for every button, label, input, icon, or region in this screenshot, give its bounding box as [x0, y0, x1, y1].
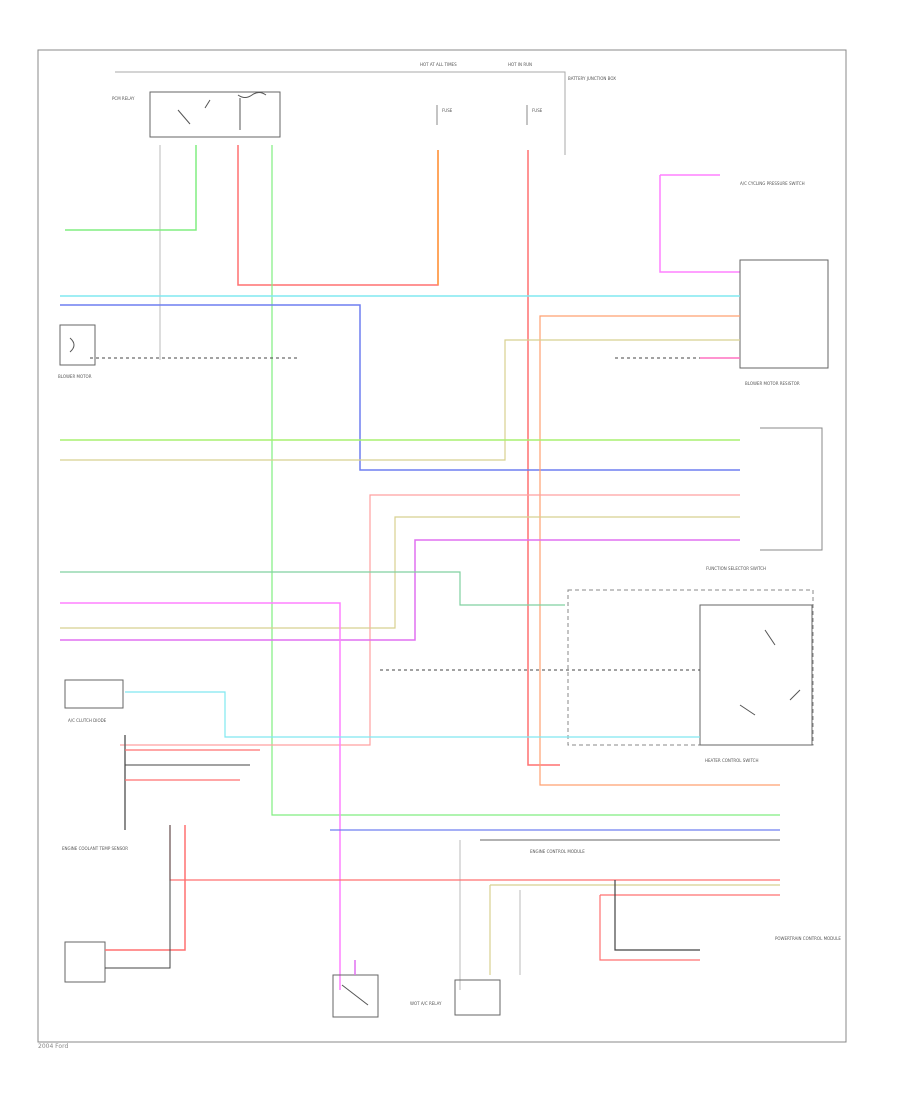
relay-contact	[177, 98, 241, 130]
pcm-relay-label: PCM RELAY	[112, 96, 135, 101]
wire-green-2	[271, 145, 780, 816]
clutch-sw-label: A/C CLUTCH DIODE	[68, 718, 107, 723]
wire-pink-3	[60, 602, 341, 990]
switch-contact-1	[739, 629, 801, 716]
wire-tan-1	[60, 339, 740, 461]
wire-cyan-2	[125, 691, 700, 738]
pcm-relay-box	[149, 91, 281, 138]
wire-magenta-1	[60, 539, 740, 641]
engine-coolant-label: ENGINE COOLANT TEMP SENSOR	[62, 846, 128, 851]
wire-red-2	[527, 150, 560, 766]
ac-pressure-label: A/C CYCLING PRESSURE SWITCH	[740, 181, 805, 186]
blower-resistor-label: BLOWER MOTOR RESISTOR	[745, 381, 800, 386]
coolant-sender-box	[64, 941, 106, 983]
power-rail	[115, 71, 566, 155]
wot-relay-box	[454, 979, 501, 1016]
wire-black-5	[614, 880, 700, 951]
wire-red-5	[169, 825, 780, 881]
clutch-sw-box	[64, 679, 124, 709]
footer-note: 2004 Ford	[38, 1043, 69, 1050]
blower-motor-label: BLOWER MOTOR	[58, 374, 92, 379]
function-switch-box	[567, 589, 814, 746]
battery-junction-label: BATTERY JUNCTION BOX	[568, 76, 616, 81]
fuse-b-label: FUSE	[532, 108, 543, 113]
wire-salmon-2	[120, 494, 740, 746]
pcm-label: POWERTRAIN CONTROL MODULE	[775, 936, 841, 941]
wot-relay-label: WOT A/C RELAY	[410, 1001, 442, 1006]
hot-all-times-label: HOT AT ALL TIMES	[420, 62, 457, 67]
wire-red-8	[105, 825, 186, 951]
wire-green-3	[60, 571, 565, 606]
control-bracket	[760, 427, 823, 551]
fuse-a-label: FUSE	[442, 108, 453, 113]
function-switch-label: FUNCTION SELECTOR SWITCH	[706, 566, 766, 571]
wire-green-1	[65, 145, 197, 231]
wire-red-1	[237, 145, 439, 286]
wire-blue-1	[60, 304, 740, 471]
heater-control-label: HEATER CONTROL SWITCH	[705, 758, 758, 763]
blower-resistor-box	[739, 259, 829, 369]
diagram-border	[37, 49, 847, 1043]
hot-in-run-label: HOT IN RUN	[508, 62, 532, 67]
wire-salmon-1	[539, 315, 780, 786]
ac-relay-contact	[341, 984, 369, 1006]
blower-motor-box	[59, 324, 96, 366]
heater-control-box	[699, 604, 813, 746]
wire-pink-top	[659, 175, 740, 273]
wire-black-6	[105, 825, 171, 969]
wire-red-7	[599, 895, 700, 961]
engine-control-label: ENGINE CONTROL MODULE	[530, 849, 585, 854]
relay-coil	[237, 92, 267, 98]
blower-motor-symbol	[69, 337, 75, 353]
